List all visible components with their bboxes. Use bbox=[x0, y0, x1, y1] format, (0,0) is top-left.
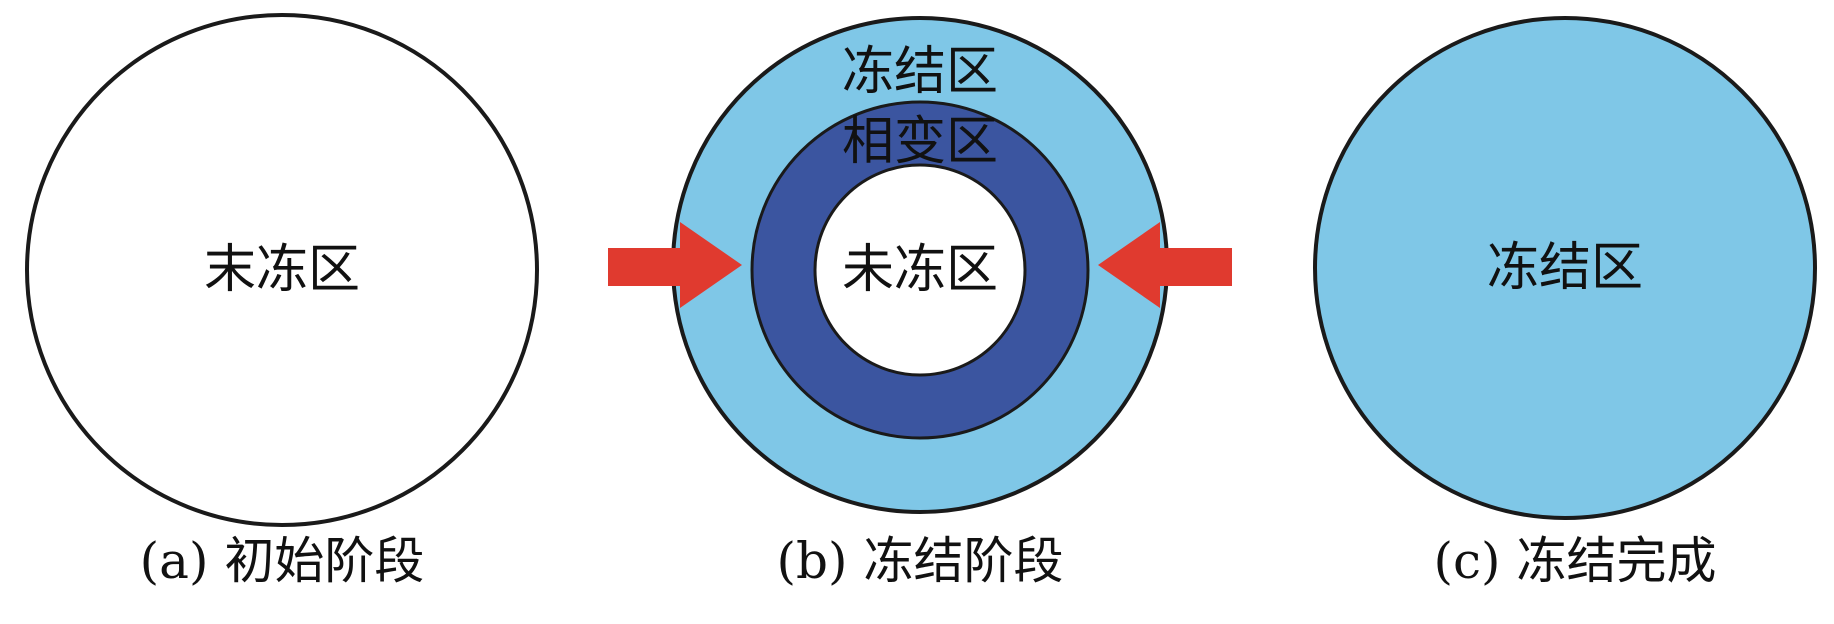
stage-c-frozen-circle bbox=[1313, 16, 1817, 520]
stage-b-phase-label: 相变区 bbox=[842, 112, 998, 172]
arrow-right bbox=[1098, 222, 1232, 308]
stage-b-caption: (b) 冻结阶段 bbox=[777, 532, 1064, 590]
stage-a-caption: (a) 初始阶段 bbox=[140, 532, 425, 590]
stage-b-unfrozen-core bbox=[813, 163, 1027, 377]
stage-a-region-label: 末冻区 bbox=[204, 240, 360, 300]
stage-a-unfrozen-circle bbox=[25, 13, 539, 527]
stage-c-region-label: 冻结区 bbox=[1487, 238, 1643, 298]
stage-b-frozen-label: 冻结区 bbox=[842, 42, 998, 102]
stage-c-caption: (c) 冻结完成 bbox=[1434, 532, 1717, 590]
stage-a: 末冻区 (a) 初始阶段 bbox=[25, 13, 539, 590]
arrow-left bbox=[608, 222, 742, 308]
stage-c: 冻结区 (c) 冻结完成 bbox=[1313, 16, 1817, 590]
stage-b: 冻结区 相变区 未冻区 (b) 冻结阶段 bbox=[608, 16, 1232, 590]
stage-b-unfrozen-label: 未冻区 bbox=[842, 240, 998, 300]
